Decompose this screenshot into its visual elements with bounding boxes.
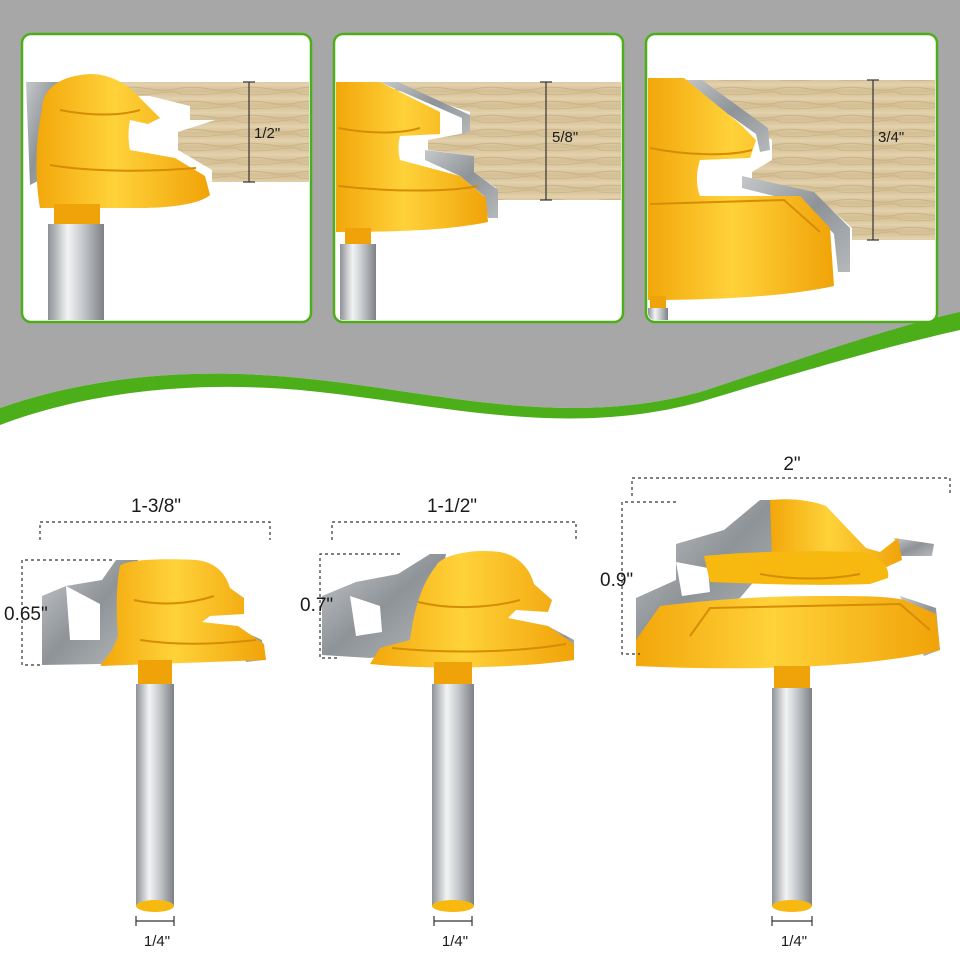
panel-1-thickness-label: 1/2"	[254, 125, 280, 142]
bit-2-shank-label: 1/4"	[442, 933, 468, 950]
green-swoosh	[0, 312, 960, 425]
bit-1-height-label: 0.65"	[4, 604, 48, 625]
bit-1-shank-label: 1/4"	[144, 933, 170, 950]
bit-3-width-label: 2"	[783, 454, 800, 475]
bit-2-height-label: 0.7"	[300, 595, 333, 616]
panel-2-five-eighths-stock	[332, 32, 625, 324]
bit-2-width-label: 1-1/2"	[427, 496, 477, 517]
bit-3-height-label: 0.9"	[600, 570, 633, 591]
bit-2-router-bit	[319, 521, 577, 926]
bit-1-width-label: 1-3/8"	[131, 496, 181, 517]
panel-2-thickness-label: 5/8"	[552, 129, 578, 146]
bit-3-shank-label: 1/4"	[781, 933, 807, 950]
panel-3-thickness-label: 3/4"	[878, 129, 904, 146]
bit-3-router-bit	[621, 477, 951, 926]
panel-1-half-inch-stock	[20, 32, 313, 324]
panel-3-three-quarter-stock	[644, 32, 939, 324]
bit-1-router-bit	[21, 521, 271, 926]
